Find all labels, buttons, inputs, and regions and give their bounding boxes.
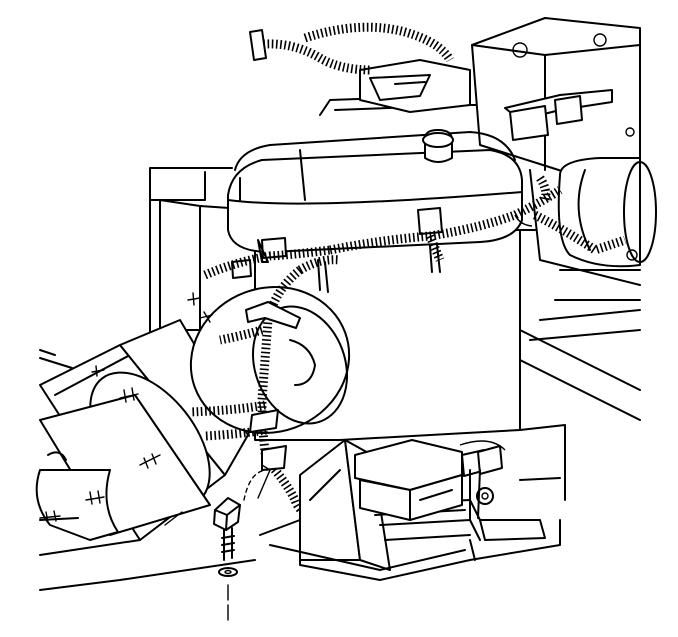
motor-tick-marks — [39, 292, 213, 526]
wiring-loom-upper — [303, 22, 454, 63]
harness-tie-1 — [317, 259, 329, 293]
wiring-loom-top — [254, 39, 373, 75]
relay-wire — [459, 440, 506, 451]
bolt-arrow — [257, 464, 271, 499]
loom-end-cap — [249, 29, 267, 61]
harness-tie-2 — [429, 244, 441, 273]
reservoir-hose-fitting — [417, 207, 443, 235]
rear-frame-lines — [519, 424, 566, 501]
coolant-reservoir — [227, 131, 523, 279]
relay-module — [354, 439, 503, 521]
harness-connector — [359, 59, 613, 141]
reservoir-cap — [422, 129, 454, 163]
left-duct-lines — [39, 349, 73, 369]
mounting-bolt — [213, 497, 241, 621]
harness-clips — [245, 239, 301, 471]
bolt-alignment-line — [243, 469, 269, 501]
